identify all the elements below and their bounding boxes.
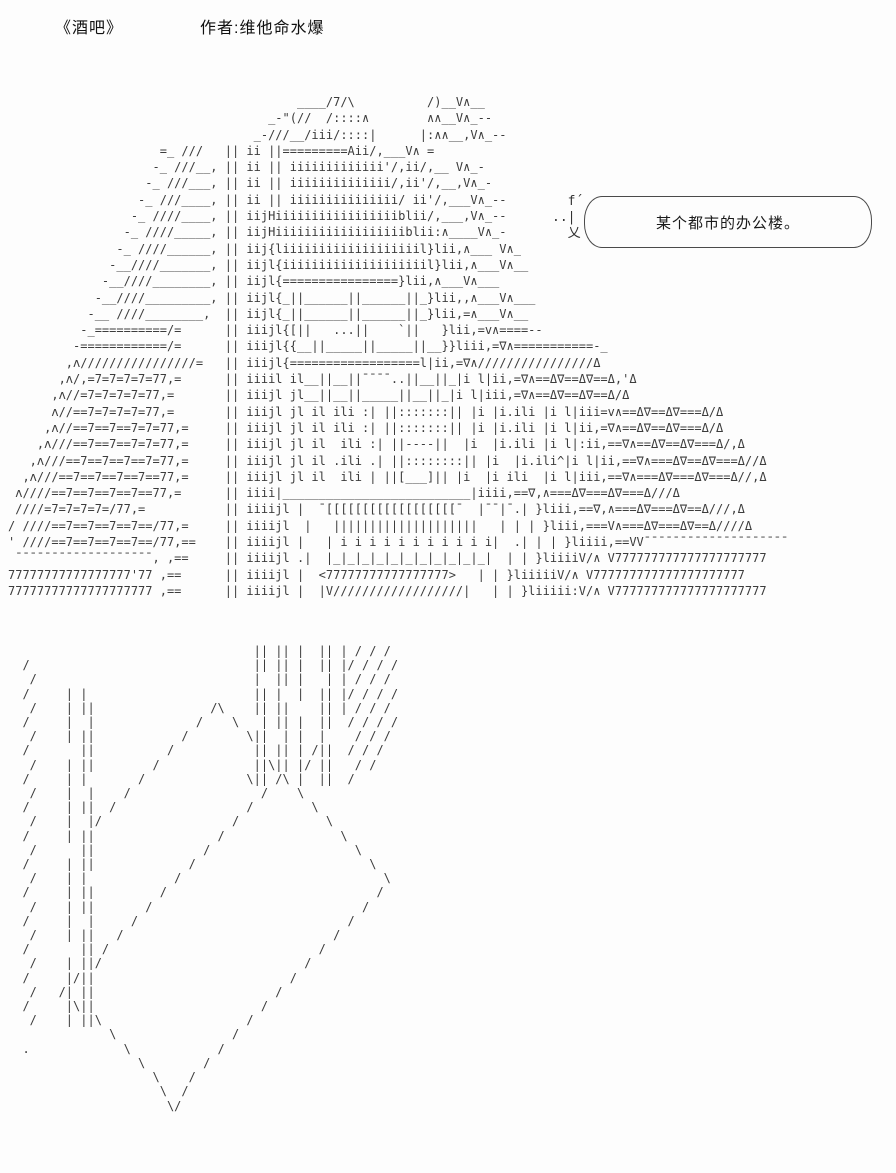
interior-ascii-art: || || | || | / / / / || || | || |/ / / /… (22, 644, 399, 1113)
speech-bubble-text: 某个都市的办公楼。 (655, 214, 800, 232)
page-title: 《酒吧》 (55, 20, 124, 37)
speech-bubble-tail: f´ ..| 乂 (552, 194, 584, 241)
author-credit: 作者:维他命水爆 (200, 20, 325, 37)
speech-bubble: 某个都市的办公楼。 (584, 196, 872, 248)
building-ascii-art: ____/7/\ /)__V∧__ _-"(// /::::∧ ∧∧__V∧_-… (8, 95, 789, 598)
